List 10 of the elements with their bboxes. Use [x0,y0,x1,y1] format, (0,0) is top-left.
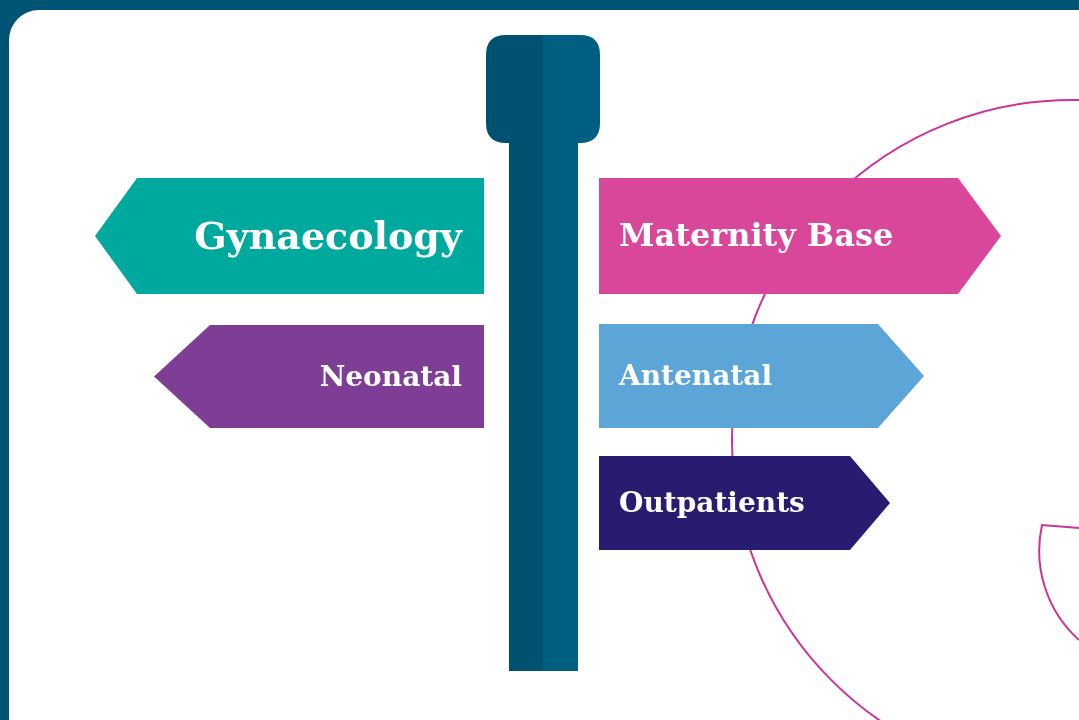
direction-sign [599,324,924,428]
direction-sign [599,178,1001,294]
sign-label: Neonatal [319,361,462,392]
sign-label: Antenatal [619,360,773,392]
sign-label: Outpatients [619,487,805,519]
direction-sign [154,325,484,428]
sign-label: Maternity Base [619,218,894,254]
sign-label: Gynaecology [194,215,462,257]
direction-sign [95,178,484,294]
direction-sign [599,456,890,550]
